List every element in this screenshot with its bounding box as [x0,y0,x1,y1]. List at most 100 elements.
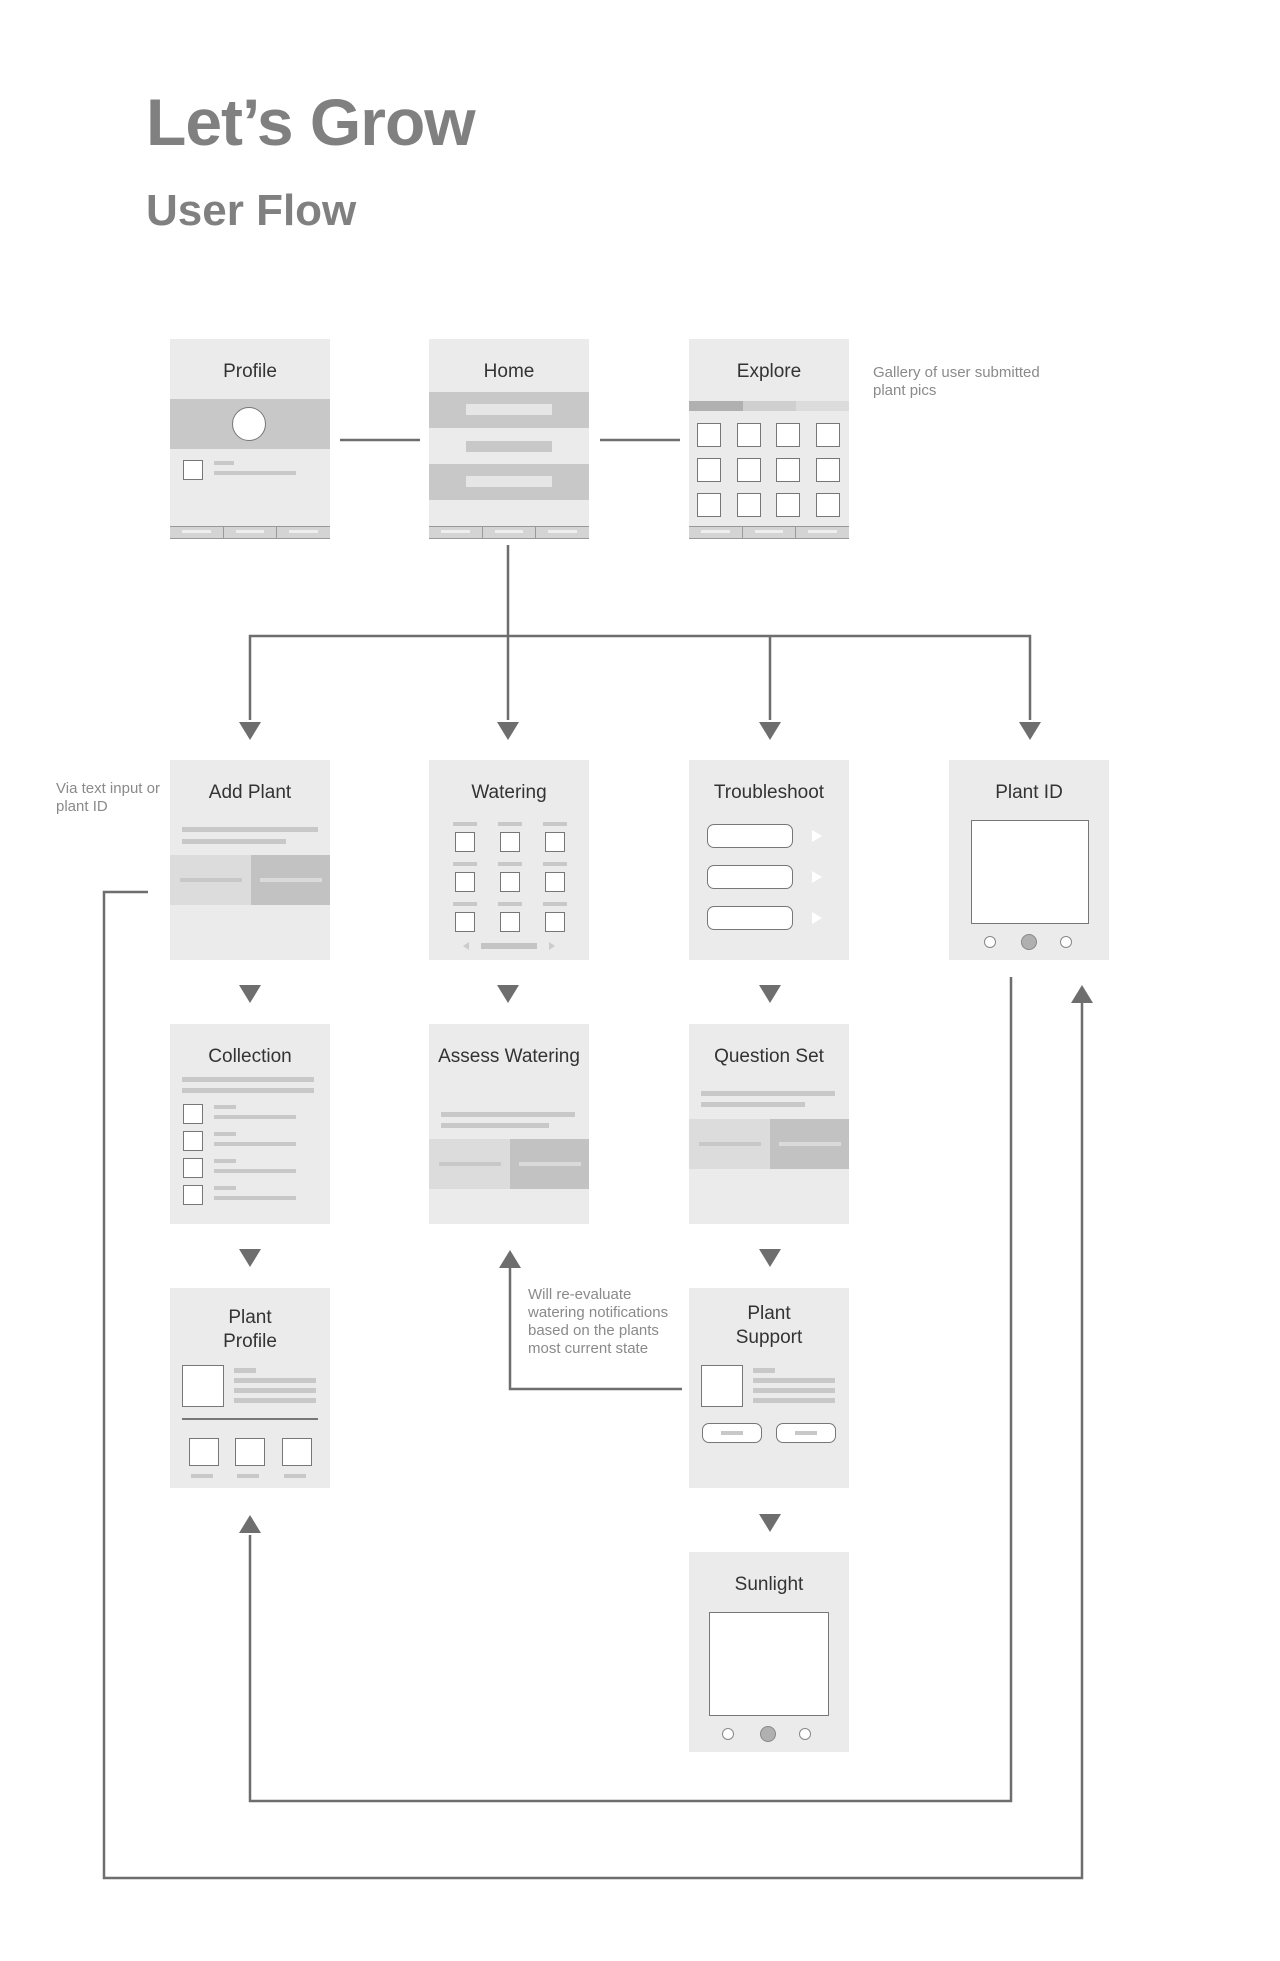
text-line [214,1115,296,1119]
screen-title: Troubleshoot [713,782,825,803]
screen-sunlight[interactable]: Sunlight [689,1552,849,1752]
arrow-down-plant-profile [239,1249,261,1267]
chevron-left-icon [463,942,469,950]
day-checkbox [545,912,565,932]
text-line [214,1142,296,1146]
arrow-down-sunlight [759,1514,781,1532]
arrow-down-question-set [759,985,781,1003]
arrow-down-plant-id [1019,722,1041,740]
via-input-note: Via text input or plant ID [56,780,160,815]
arrow-up-plant-profile [239,1515,261,1533]
text-line [753,1378,835,1383]
screen-title: Home [483,361,535,382]
text-line [260,878,322,882]
screen-troubleshoot[interactable]: Troubleshoot [689,760,849,960]
screen-watering[interactable]: Watering [429,760,589,960]
screen-collection[interactable]: Collection [170,1024,330,1224]
day-label [543,822,567,826]
dot-icon [799,1728,811,1740]
text-line [182,1088,314,1093]
chevron-right-icon [549,942,555,950]
plant-photo [701,1365,743,1407]
screen-plant-profile[interactable]: Plant Profile [170,1288,330,1488]
text-line [237,1474,259,1478]
day-label [543,902,567,906]
connector-plantid-to-profile [248,977,1013,1803]
screen-title: Watering [471,782,547,803]
text-line [214,1159,236,1163]
screen-question-set[interactable]: Question Set [689,1024,849,1224]
tab-bar [170,526,330,539]
shutter-icon [760,1726,776,1742]
screen-plant-id[interactable]: Plant ID [949,760,1109,960]
text-line [234,1388,316,1393]
thumbnail [235,1438,265,1466]
text-line [214,1196,296,1200]
day-checkbox [545,872,565,892]
divider [182,1418,318,1420]
screen-title: Plant ID [995,782,1063,803]
day-checkbox [455,912,475,932]
play-icon [812,871,822,883]
text-line [234,1398,316,1403]
screen-assess-watering[interactable]: Assess Watering [429,1024,589,1224]
text-line [214,1169,296,1173]
thumbnail [697,423,721,447]
screen-title: Collection [208,1046,292,1067]
checkbox-icon [183,1104,203,1124]
page-title: Let’s Grow [146,85,476,159]
avatar-icon [232,407,266,441]
tab-bar [429,526,589,539]
connector-addplant-to-plantid [102,890,1084,1880]
text-line [182,1077,314,1082]
screen-title: Plant Support [735,1303,803,1348]
text-line [439,1162,501,1166]
arrow-down-plant-support [759,1249,781,1267]
checkbox-icon [183,1185,203,1205]
camera-viewfinder [709,1612,829,1716]
explore-tab-active [689,401,743,411]
shutter-icon [1021,934,1037,950]
connector-home-branch [248,634,1032,720]
screen-plant-support[interactable]: Plant Support [689,1288,849,1488]
option-pill [707,865,793,889]
text-line [182,839,286,844]
screen-home[interactable]: Home [429,339,589,539]
day-label [498,902,522,906]
day-checkbox [500,912,520,932]
screen-profile[interactable]: Profile [170,339,330,539]
screen-title: Plant Profile [223,1307,277,1352]
screen-title: Explore [736,361,802,382]
day-label [498,862,522,866]
text-line [191,1474,213,1478]
arrow-down-troubleshoot [759,722,781,740]
text-line [795,1431,817,1435]
thumbnail [736,493,761,517]
screen-title: Profile [223,361,277,382]
text-line [699,1142,761,1146]
screen-add-plant[interactable]: Add Plant [170,760,330,960]
explore-tab [743,401,796,411]
explore-tab [796,401,849,411]
play-icon [812,912,822,924]
text-line [721,1431,743,1435]
day-checkbox [500,832,520,852]
text-line [519,1162,581,1166]
text-line [214,1186,236,1190]
text-line [234,1368,256,1373]
dot-icon [984,936,996,948]
thumbnail [697,493,721,517]
day-checkbox [455,872,475,892]
text-line [441,1112,575,1117]
text-line [214,1105,236,1109]
day-checkbox [455,832,475,852]
arrow-down-collection [239,985,261,1003]
thumbnail [282,1438,312,1466]
screen-explore[interactable]: Explore [689,339,849,539]
thumbnail [815,423,840,447]
checkbox-icon [183,1131,203,1151]
thumbnail [815,493,840,517]
day-checkbox [500,872,520,892]
text-line [753,1388,835,1393]
text-line [284,1474,306,1478]
